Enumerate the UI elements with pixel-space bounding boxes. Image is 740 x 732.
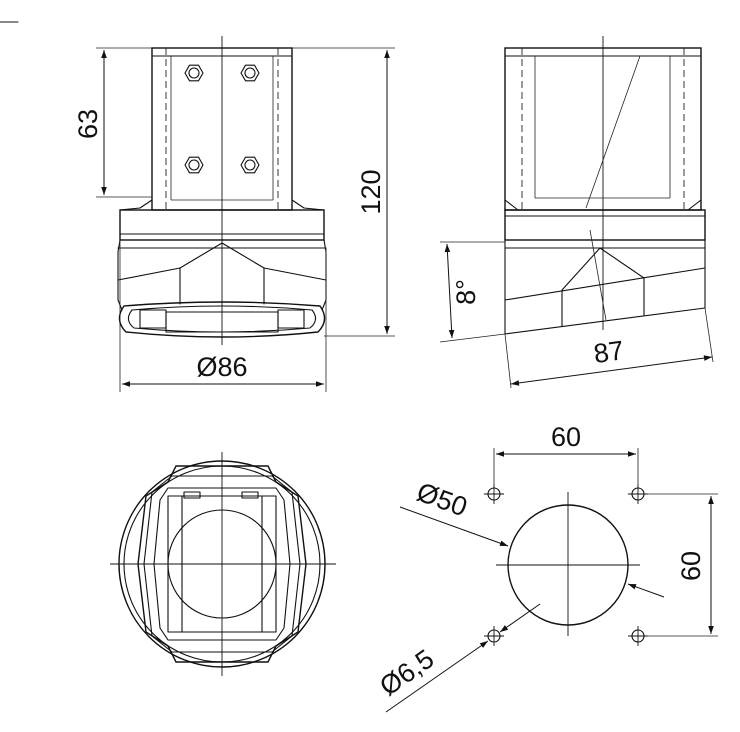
- bolt-bottom-right: [240, 156, 260, 174]
- dim-diameter-50: Ø50: [413, 477, 471, 523]
- bolt-bottom-left: [184, 156, 204, 174]
- dim-87: 87: [592, 335, 626, 369]
- dim-63: 63: [73, 109, 103, 139]
- front-view: [117, 36, 327, 345]
- dim-hole-spacing-y: 60: [676, 551, 706, 581]
- dim-120: 120: [356, 169, 386, 214]
- bolt-top-right: [240, 64, 260, 82]
- dim-hole-spacing-x: 60: [551, 422, 581, 452]
- hole-dims: [385, 448, 718, 713]
- front-dims: [96, 47, 395, 392]
- dim-hole-diameter: Ø6,5: [374, 644, 439, 702]
- dim-diameter-86: Ø86: [196, 352, 247, 382]
- hole-pattern: [484, 484, 648, 646]
- bolt-top-left: [184, 64, 204, 82]
- dim-angle-8: 8°: [451, 279, 481, 305]
- side-dims: [439, 241, 714, 389]
- top-view: [110, 452, 336, 676]
- side-view: [504, 36, 706, 335]
